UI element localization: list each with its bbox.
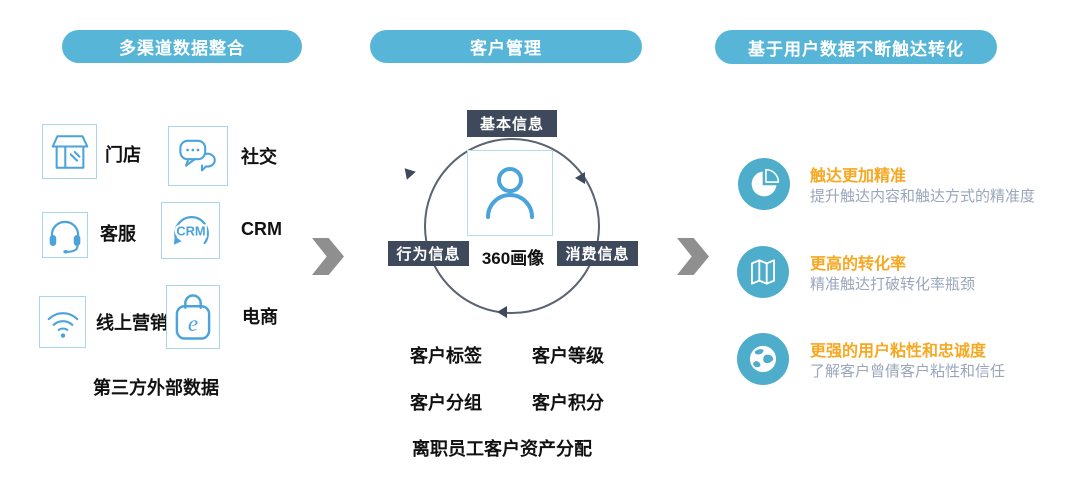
crm-channel-box: CRM <box>161 202 220 259</box>
ecommerce-channel-box: e <box>166 285 220 349</box>
store-icon <box>48 130 92 174</box>
pie-chart-icon <box>747 167 781 201</box>
feature-customer-level: 客户等级 <box>532 346 604 366</box>
globe-icon <box>746 342 780 376</box>
social-channel-box <box>168 126 228 186</box>
benefit-title-loyalty: 更强的用户粘性和忠诚度 <box>810 343 987 360</box>
chevron-right-icon <box>312 238 344 275</box>
ecommerce-bag-icon: e <box>170 289 216 345</box>
online-marketing-channel-box <box>39 296 86 348</box>
customer-360-cycle-circle <box>424 138 600 314</box>
svg-text:e: e <box>188 311 198 336</box>
chevron-right-icon <box>677 238 709 275</box>
feature-customer-groups: 客户分组 <box>410 393 482 413</box>
channel-label-online-marketing: 线上营销 <box>96 313 168 333</box>
benefit-icon-circle <box>737 333 789 385</box>
benefit-title-conversion: 更高的转化率 <box>810 256 907 273</box>
channel-label-store: 门店 <box>105 145 141 165</box>
customer-portrait-box <box>467 150 553 236</box>
benefit-icon-circle <box>737 246 789 298</box>
cycle-arrowhead-icon <box>400 164 416 180</box>
benefit-desc-conversion: 精准触达打破转化率瓶颈 <box>810 276 976 293</box>
behavior-info-tag: 行为信息 <box>388 241 469 266</box>
cycle-arrowhead-icon <box>575 172 585 184</box>
benefit-desc-loyalty: 了解客户曾倩客户粘性和信任 <box>810 363 1006 380</box>
feature-asset-reassignment: 离职员工客户资产分配 <box>412 439 592 459</box>
portrait-360-label: 360画像 <box>481 249 545 268</box>
crm-icon: CRM <box>166 207 216 255</box>
wifi-icon <box>43 304 83 340</box>
headset-icon <box>46 216 84 254</box>
header-reach-conversion: 基于用户数据不断触达转化 <box>715 30 997 64</box>
channel-label-service: 客服 <box>100 224 136 244</box>
channel-label-ecommerce: 电商 <box>242 307 278 327</box>
person-icon <box>478 161 542 225</box>
third-party-data-note: 第三方外部数据 <box>93 378 219 398</box>
store-channel-box <box>42 124 97 179</box>
benefit-icon-circle <box>738 158 790 210</box>
benefit-desc-precision: 提升触达内容和触达方式的精准度 <box>810 188 1036 205</box>
channel-label-crm: CRM <box>241 219 282 239</box>
feature-customer-points: 客户积分 <box>532 393 604 413</box>
header-customer-management: 客户管理 <box>370 30 642 63</box>
basic-info-tag: 基本信息 <box>467 110 557 137</box>
consumption-info-tag: 消费信息 <box>557 241 638 266</box>
cycle-arrowhead-icon <box>497 306 507 318</box>
svg-text:CRM: CRM <box>176 223 205 238</box>
channel-label-social: 社交 <box>241 147 277 167</box>
map-icon <box>747 256 779 288</box>
service-channel-box <box>42 212 88 258</box>
feature-customer-tags: 客户标签 <box>410 346 482 366</box>
benefit-title-precision: 触达更加精准 <box>810 168 907 185</box>
social-chat-icon <box>174 132 222 180</box>
header-multichannel-data: 多渠道数据整合 <box>62 30 302 63</box>
